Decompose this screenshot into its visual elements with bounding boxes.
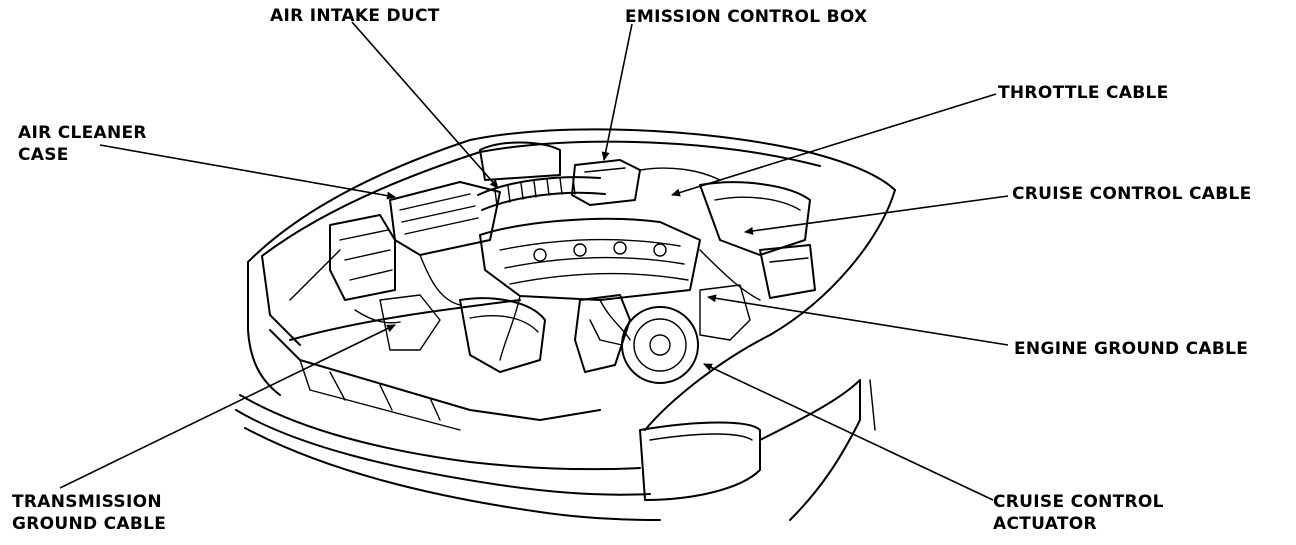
label-text: ENGINE GROUND CABLE — [1014, 339, 1249, 359]
label-text: EMISSION CONTROL BOX — [625, 7, 868, 27]
leader-air-cleaner-case — [99, 144, 396, 200]
label-emission-control-box: EMISSION CONTROL BOX — [625, 6, 867, 28]
leader-transmission-ground-cable — [59, 324, 396, 489]
label-text-line1: TRANSMISSION — [12, 492, 162, 512]
leader-engine-ground-cable — [707, 294, 1009, 346]
label-text-line1: AIR CLEANER — [18, 123, 147, 143]
label-text: THROTTLE CABLE — [998, 83, 1169, 103]
leader-emission-control-box — [601, 23, 633, 161]
label-air-cleaner-case: AIR CLEANER CASE — [18, 122, 147, 166]
leader-air-intake-duct — [351, 21, 499, 189]
leader-throttle-cable — [671, 93, 997, 197]
label-air-intake-duct: AIR INTAKE DUCT — [270, 5, 440, 27]
label-text-line2: GROUND CABLE — [12, 514, 167, 534]
label-throttle-cable: THROTTLE CABLE — [998, 82, 1169, 104]
label-text: AIR INTAKE DUCT — [270, 6, 440, 26]
label-engine-ground-cable: ENGINE GROUND CABLE — [1014, 338, 1248, 360]
label-text-line1: CRUISE CONTROL — [993, 492, 1164, 512]
engine-components — [329, 141, 816, 384]
label-cruise-control-actuator: CRUISE CONTROL ACTUATOR — [993, 491, 1164, 535]
label-text-line2: CASE — [18, 145, 69, 165]
label-transmission-ground-cable: TRANSMISSION GROUND CABLE — [12, 491, 166, 535]
label-cruise-control-cable: CRUISE CONTROL CABLE — [1012, 183, 1252, 205]
leader-cruise-control-actuator — [703, 363, 994, 501]
leader-lines — [59, 21, 1009, 501]
car-body-outline — [235, 128, 896, 521]
label-text: CRUISE CONTROL CABLE — [1012, 184, 1252, 204]
leader-cruise-control-cable — [744, 195, 1009, 235]
label-text-line2: ACTUATOR — [993, 514, 1097, 534]
